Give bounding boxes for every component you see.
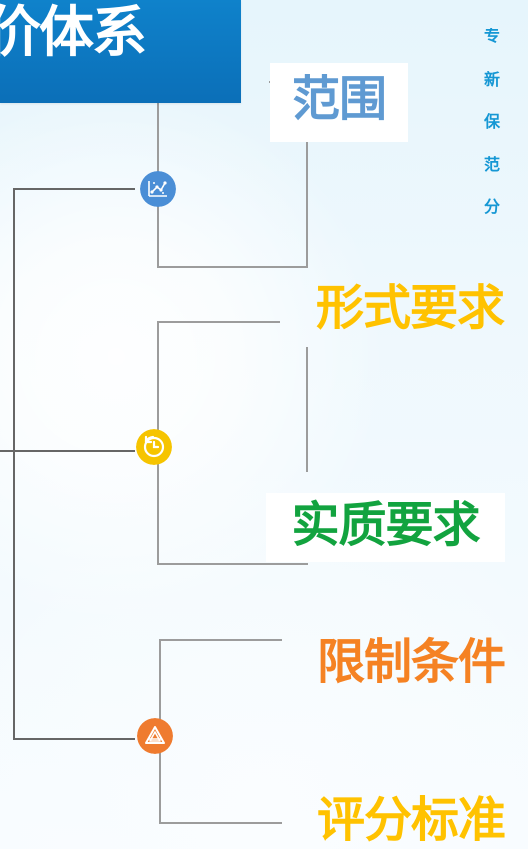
middle-bracket (157, 321, 308, 565)
branch-text-xingshi-yaoqiu: 形式要求 (315, 280, 505, 336)
side-list-item-4: 分 (484, 197, 502, 216)
branch-label-shizhi-yaoqiu: 实质要求 (266, 493, 505, 562)
side-list-item-3: 范 (484, 155, 502, 174)
side-list-item-2: 保 (484, 112, 502, 131)
side-list-item-1: 新 (484, 70, 502, 89)
side-list-item-0: 专 (484, 28, 502, 45)
branch-text-pingfen-biaozhun: 评分标准 (316, 792, 506, 848)
branch-text-xianzhi-tiaojian: 限制条件 (316, 634, 506, 690)
bottom-bracket (159, 639, 282, 824)
title-banner: 价体系 (0, 0, 241, 103)
branch-label-xianzhi-tiaojian: 限制条件 (296, 631, 526, 699)
triangle-warning-icon (137, 718, 173, 754)
branch-label-fanwei: 范围 (270, 63, 408, 142)
branch-label-xingshi-yaoqiu: 形式要求 (294, 277, 526, 345)
scatter-chart-icon (140, 171, 176, 207)
side-list: 专 新 保 范 分 (484, 28, 528, 268)
branch-text-shizhi-yaoqiu: 实质要求 (291, 497, 480, 553)
banner-title: 价体系 (0, 0, 147, 64)
history-clock-icon (136, 429, 172, 465)
root-connector (13, 188, 135, 740)
branch-text-fanwei: 范围 (291, 71, 387, 127)
branch-label-pingfen-biaozhun: 评分标准 (296, 789, 526, 849)
